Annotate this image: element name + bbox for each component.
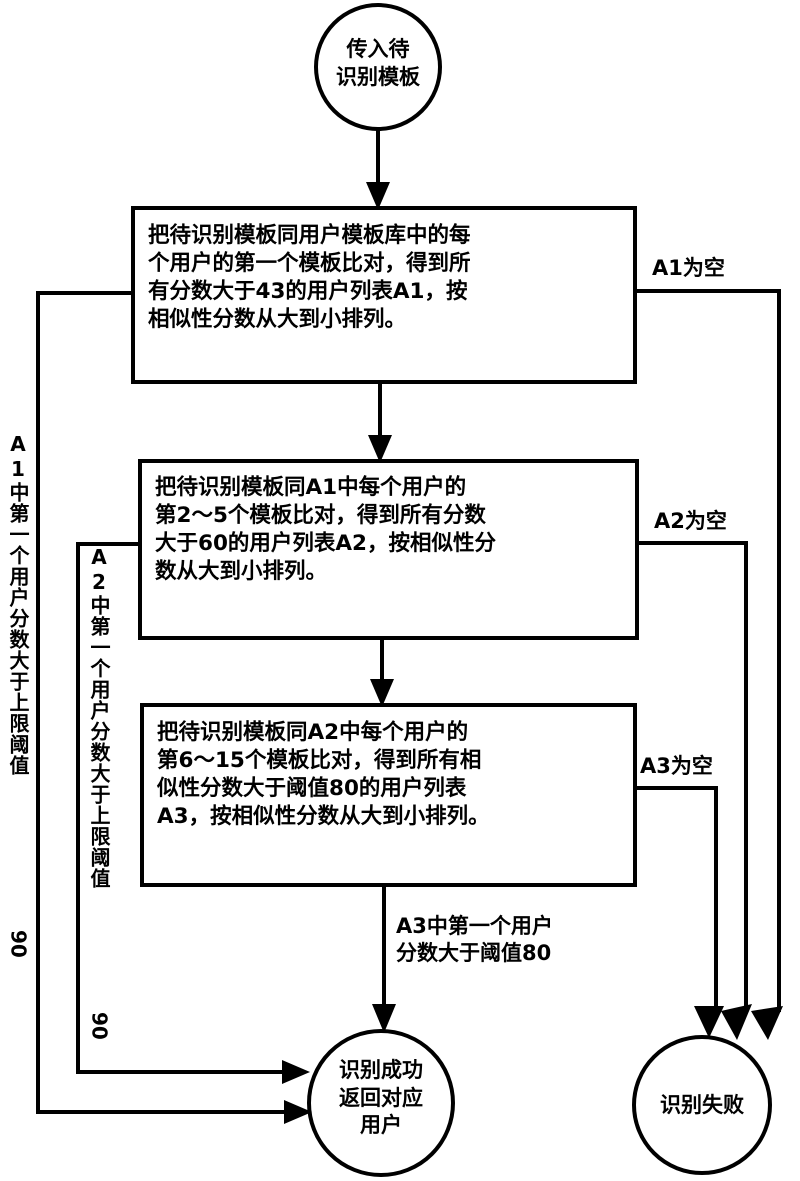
connector-a3-empty-to-failure [635, 786, 718, 1008]
process-step-2-line-3: 大于60的用户列表A2，按相似性分 [155, 530, 497, 556]
edge-label-a2-empty: A2为空 [654, 509, 727, 533]
edge-label-a3-empty: A3为空 [640, 754, 713, 778]
arrow-head-step2-to-step3 [370, 679, 394, 707]
failure-node-shape [632, 1035, 772, 1175]
edge-label-a3-first-line-2: 分数大于阈值80 [396, 940, 552, 965]
process-step-1-line-4: 相似性分数从大到小排列。 [148, 306, 407, 332]
arrow-head-a1-empty-to-failure [751, 1006, 783, 1040]
connector-a2-empty-to-failure [637, 541, 748, 1010]
process-step-1-line-2: 个用户的第一个模板比对，得到所 [148, 250, 471, 276]
process-step-3-line-1: 把待识别模板同A2中每个用户的 [157, 720, 469, 745]
edge-label-a1-first-over-upper-threshold: A1中第一个用户分数大于上限阈值 [6, 432, 30, 776]
arrow-head-a1-high-score-to-success [284, 1100, 312, 1124]
connector-a1-high-score-to-success [36, 291, 292, 1114]
success-node-line-1: 识别成功 [339, 1058, 423, 1082]
edge-label-a3-first-line-1: A3中第一个用户 [396, 914, 553, 938]
process-step-3-text: 把待识别模板同A2中每个用户的 第6～15个模板比对，得到所有相 似性分数大于阈… [157, 719, 629, 831]
start-node-label: 传入待 识别模板 [318, 36, 438, 91]
process-step-1-shape [131, 206, 637, 384]
edge-label-a2-upper-threshold-value: 90 [87, 1012, 112, 1040]
failure-node-line-1: 识别失败 [660, 1093, 744, 1117]
start-node-line-1: 传入待 [346, 37, 410, 61]
edge-label-a1-upper-threshold-value: 90 [6, 930, 31, 958]
arrow-head-start-to-step1 [366, 182, 390, 210]
start-node-line-2: 识别模板 [336, 64, 420, 89]
arrow-head-a2-empty-to-failure [721, 1004, 752, 1040]
success-node-line-2: 返回对应 [339, 1085, 423, 1110]
process-step-2-line-2: 第2～5个模板比对，得到所有分数 [155, 502, 486, 528]
success-node-shape [307, 1029, 455, 1177]
success-node-line-3: 用户 [360, 1113, 402, 1138]
failure-node-label: 识别失败 [627, 1092, 777, 1120]
success-node-label: 识别成功 返回对应 用户 [306, 1057, 456, 1140]
arrow-head-step1-to-step2 [368, 435, 392, 463]
process-step-2-line-4: 数从大到小排列。 [155, 558, 328, 584]
connector-a1-empty-to-failure [635, 289, 781, 1012]
process-step-3-line-3: 似性分数大于阈值80的用户列表 [157, 775, 467, 801]
process-step-1-text: 把待识别模板同用户模板库中的每 个用户的第一个模板比对，得到所 有分数大于43的… [148, 222, 626, 334]
process-step-3-line-2: 第6～15个模板比对，得到所有相 [157, 747, 482, 773]
edge-label-a1-empty: A1为空 [652, 256, 725, 280]
process-step-1-line-3: 有分数大于43的用户列表A1，按 [148, 278, 468, 304]
edge-label-a3-first-over-threshold: A3中第一个用户 分数大于阈值80 [396, 913, 553, 967]
process-step-3-shape [140, 703, 637, 887]
arrow-head-a2-high-score-to-success [282, 1060, 310, 1084]
connector-a2-high-score-to-success [76, 542, 288, 1074]
process-step-3-line-4: A3，按相似性分数从大到小排列。 [157, 803, 490, 829]
process-step-2-shape [138, 459, 639, 640]
process-step-2-line-1: 把待识别模板同A1中每个用户的 [155, 475, 467, 500]
edge-label-a2-first-over-upper-threshold: A2中第一个用户分数大于上限阈值 [87, 545, 111, 889]
process-step-1-line-1: 把待识别模板同用户模板库中的每 [148, 223, 471, 248]
arrow-head-step3-to-success [372, 1004, 396, 1033]
process-step-2-text: 把待识别模板同A1中每个用户的 第2～5个模板比对，得到所有分数 大于60的用户… [155, 474, 629, 586]
arrow-head-a3-empty-to-failure [694, 1006, 724, 1038]
